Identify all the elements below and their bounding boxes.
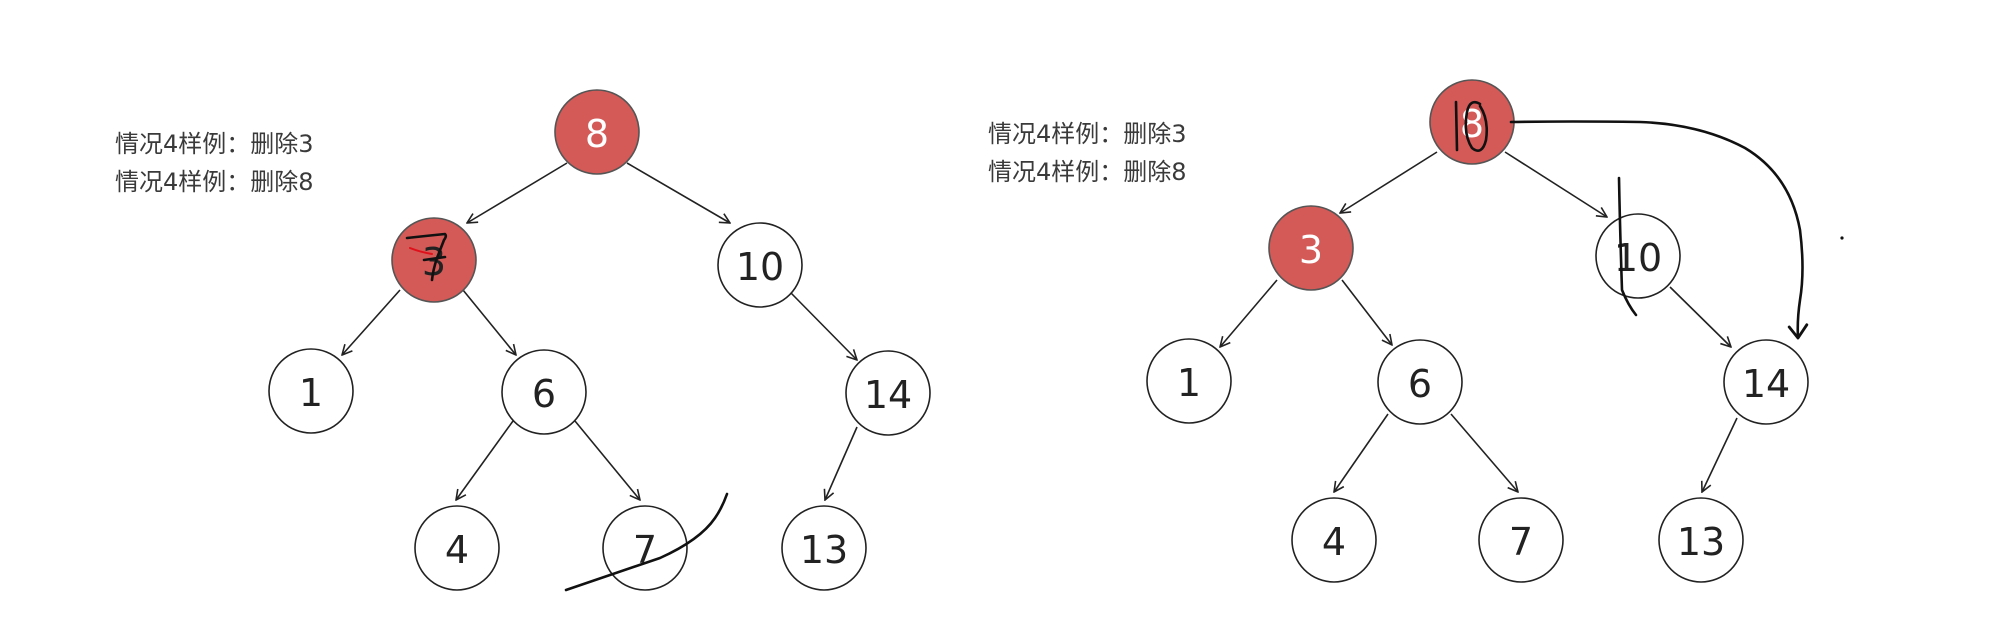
left-node-14-circle	[845, 350, 931, 436]
left-node-10: 10	[717, 222, 803, 308]
right-node-10-circle	[1595, 213, 1681, 299]
right-node-8-label: 8	[1460, 102, 1484, 146]
right-note-1: 情况4样例：删除3	[988, 120, 1187, 148]
right-node-3-circle	[1268, 205, 1354, 291]
right-tree: 8 3 10 1 6 14 4 7	[1146, 79, 1844, 583]
left-node-3: 3	[391, 217, 477, 303]
left-node-6-circle	[501, 349, 587, 435]
left-node-3-circle	[391, 217, 477, 303]
left-node-13-label: 13	[800, 528, 848, 572]
right-edges	[1220, 151, 1738, 492]
right-node-14-circle	[1723, 339, 1809, 425]
left-strike-through-7	[564, 492, 729, 592]
right-node-8: 8	[1429, 79, 1515, 165]
right-edge-3-6	[1341, 279, 1392, 345]
left-node-1-circle	[268, 348, 354, 434]
left-node-10-circle	[717, 222, 803, 308]
left-node-14: 14	[845, 350, 931, 436]
right-node-4-circle	[1291, 497, 1377, 583]
left-node-7: 7	[602, 505, 688, 591]
right-edge-8-10	[1504, 151, 1607, 217]
right-node-10: 10	[1595, 213, 1681, 299]
right-node-1-label: 1	[1177, 361, 1201, 405]
right-node-6: 6	[1377, 339, 1463, 425]
right-edge-10-14	[1669, 286, 1731, 347]
right-node-13: 13	[1658, 497, 1744, 583]
left-note-2: 情况4样例：删除8	[115, 168, 314, 196]
right-node-6-circle	[1377, 339, 1463, 425]
left-notes: 情况4样例：删除3 情况4样例：删除8	[115, 125, 314, 201]
left-edge-8-10	[626, 162, 730, 223]
right-handwritten-zero-on-8	[1464, 100, 1489, 152]
left-tree: 8 3 10 1 6 14 4 7	[268, 89, 931, 592]
left-node-4-circle	[414, 505, 500, 591]
left-node-4-label: 4	[445, 528, 469, 572]
left-edge-6-4	[456, 420, 514, 500]
right-node-4: 4	[1291, 497, 1377, 583]
left-edge-8-3	[467, 162, 568, 223]
right-handwritten-bar-on-8	[1454, 100, 1459, 152]
right-node-13-circle	[1658, 497, 1744, 583]
left-node-8-label: 8	[585, 112, 609, 156]
left-node-6-label: 6	[532, 372, 556, 416]
right-edge-3-1	[1220, 279, 1278, 347]
right-handwritten-line-on-10	[1617, 176, 1638, 317]
right-node-7-label: 7	[1509, 520, 1533, 564]
left-node-13-circle	[781, 505, 867, 591]
right-node-14: 14	[1723, 339, 1809, 425]
left-node-10-label: 10	[736, 245, 784, 289]
right-edge-8-3	[1340, 151, 1438, 213]
left-node-1-label: 1	[299, 371, 323, 415]
right-node-7: 7	[1478, 497, 1564, 583]
right-note-2: 情况4样例：删除8	[988, 158, 1187, 186]
right-node-4-label: 4	[1322, 520, 1346, 564]
right-notes: 情况4样例：删除3 情况4样例：删除8	[988, 115, 1187, 191]
left-edge-3-1	[342, 289, 401, 355]
right-node-1: 1	[1146, 338, 1232, 424]
left-edge-6-7	[574, 420, 640, 500]
right-node-3: 3	[1268, 205, 1354, 291]
left-node-4: 4	[414, 505, 500, 591]
left-red-mark	[409, 247, 433, 255]
right-handwritten-move-arrow	[1509, 120, 1809, 340]
left-edge-3-6	[462, 289, 516, 355]
right-ink-dot	[1840, 236, 1844, 240]
right-node-6-label: 6	[1408, 362, 1432, 406]
left-node-8: 8	[554, 89, 640, 175]
left-node-1: 1	[268, 348, 354, 434]
left-edge-14-13	[825, 426, 858, 500]
right-edge-6-4	[1334, 413, 1389, 492]
left-handwritten-7-over-3	[405, 232, 448, 282]
right-edge-6-7	[1450, 413, 1518, 492]
left-node-13: 13	[781, 505, 867, 591]
right-node-13-label: 13	[1677, 520, 1725, 564]
left-node-6: 6	[501, 349, 587, 435]
right-node-3-label: 3	[1299, 228, 1323, 272]
right-node-14-label: 14	[1742, 362, 1790, 406]
right-node-7-circle	[1478, 497, 1564, 583]
right-node-1-circle	[1146, 338, 1232, 424]
left-edges	[342, 162, 858, 500]
left-node-14-label: 14	[864, 373, 912, 417]
right-edge-14-13	[1702, 417, 1738, 492]
left-edge-10-14	[790, 292, 857, 360]
left-handwritten-7-crossbar	[422, 255, 447, 262]
left-node-8-circle	[554, 89, 640, 175]
left-note-1: 情况4样例：删除3	[115, 130, 314, 158]
